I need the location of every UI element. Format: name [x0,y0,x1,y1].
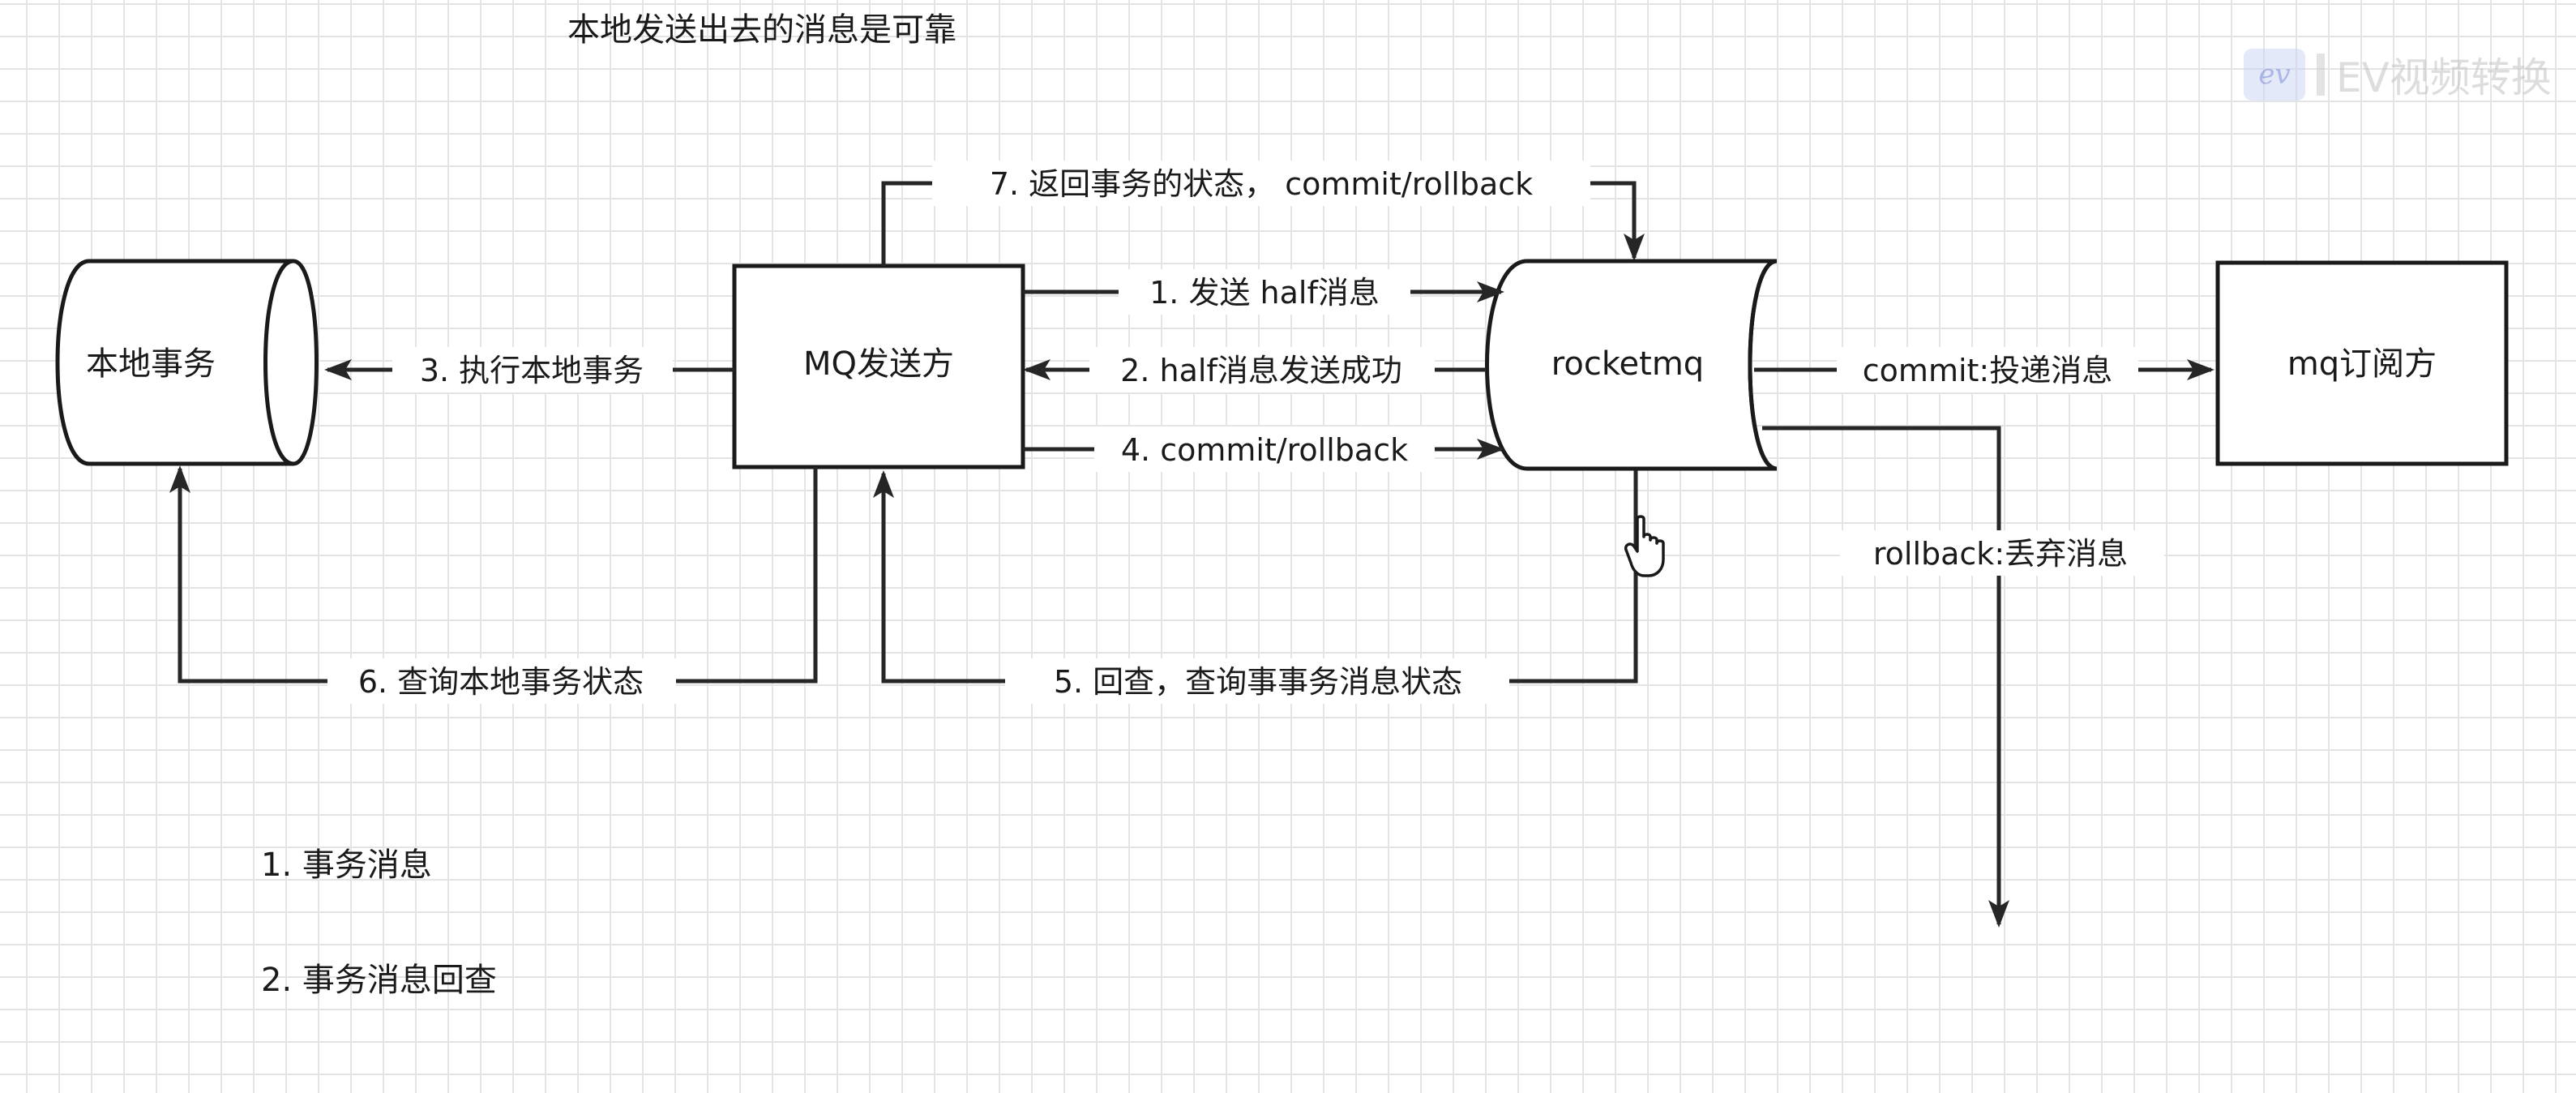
edge-label-deliver: commit:投递消息 [1863,353,2112,388]
watermark-divider [2317,54,2325,96]
edge-label-return-status: 7. 返回事务的状态， commit/rollback [990,166,1533,202]
edge-label-query-local: 6. 查询本地事务状态 [358,664,644,700]
watermark-text: EV视频转换 [2336,54,2552,101]
edge-label-half-ok: 2. half消息发送成功 [1120,353,1402,388]
edge-return-status: 7. 返回事务的状态， commit/rollback [881,161,1645,266]
edge-commit-rollback: 4. commit/rollback [1023,426,1504,472]
node-label-local-transaction: 本地事务 [86,345,216,383]
node-label-consumer: mq订阅方 [2287,345,2437,383]
hand-cursor-icon [1624,515,1665,577]
watermark: ev EV视频转换 [2244,44,2552,105]
edge-check-back: 5. 回查，查询事事务消息状态 [873,470,1638,704]
watermark-logo-icon: ev [2244,49,2305,101]
edge-label-commit-rollback: 4. commit/rollback [1121,432,1408,468]
diagram-title: 本地发送出去的消息是可靠 [567,11,956,49]
edge-label-exec-local: 3. 执行本地事务 [420,353,644,388]
node-broker: rocketmq [1485,259,1778,471]
node-producer: MQ发送方 [732,264,1025,469]
edge-query-local: 6. 查询本地事务状态 [169,465,818,704]
edge-discard: rollback:丢弃消息 [1762,426,2164,928]
note-item: 1. 事务消息 [261,847,432,884]
node-local-transaction: 本地事务 [55,259,319,466]
edge-deliver: commit:投递消息 [1754,347,2214,392]
node-consumer: mq订阅方 [2215,260,2509,466]
edge-send-half: 1. 发送 half消息 [1023,269,1504,315]
edge-exec-local: 3. 执行本地事务 [324,347,734,392]
edge-label-discard: rollback:丢弃消息 [1873,536,2128,572]
edge-half-ok: 2. half消息发送成功 [1023,347,1485,392]
node-label-producer: MQ发送方 [803,345,954,383]
edge-label-send-half: 1. 发送 half消息 [1149,275,1380,311]
note-item: 2. 事务消息回查 [261,962,497,999]
node-label-broker: rocketmq [1551,345,1704,383]
edge-label-check-back: 5. 回查，查询事事务消息状态 [1054,664,1462,700]
